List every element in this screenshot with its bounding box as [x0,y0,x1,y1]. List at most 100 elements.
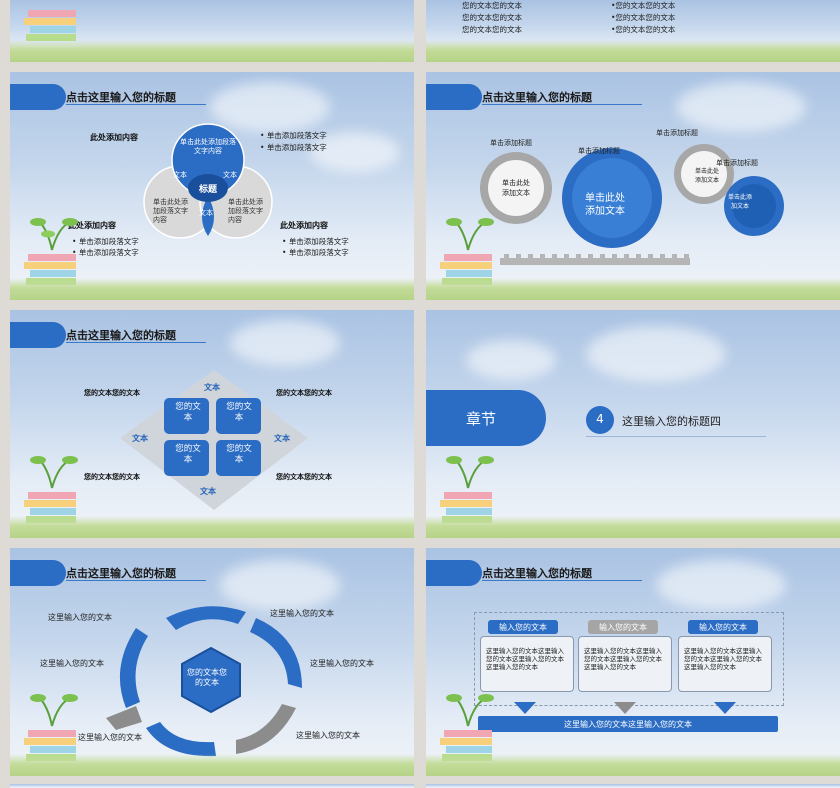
grid-side-left: 文本 [132,434,148,443]
slide-title[interactable]: 点击这里输入您的标题 [482,567,592,580]
arrows-label: 这里输入您的文本 [48,613,112,622]
arrows-label: 这里输入您的文本 [78,733,142,742]
gear-label: 单击添加标题 [490,139,532,147]
books-illustration [24,10,76,41]
box-header [688,620,758,634]
box-header [488,620,558,634]
cloud [466,340,556,380]
gear-text-mid: 单击此处添加文本 [694,168,719,184]
arrows-label: 这里输入您的文本 [270,609,334,618]
grass [10,754,414,776]
grass [426,40,840,62]
cloud [656,560,786,610]
box-body-text: 这里输入您的文本这里输入您的文本这里输入您的文本这里输入您的文本 [584,647,662,671]
slide-top-right[interactable]: 您的文本您的文本 您的文本您的文本 您的文本您的文本 •您的文本您的文本 •您的… [426,0,840,62]
venn-bullet: • 单击添加段落文字 [72,237,139,246]
text-bullet: •您的文本您的文本 [611,13,676,22]
venn-heading-left: 此处添加内容 [68,221,116,230]
venn-right-text: 单击此处添加段落文字内容 [228,198,263,224]
venn-inter-bottom: 文本 [199,209,213,217]
venn-heading-right: 此处添加内容 [280,221,328,230]
arrows-label: 这里输入您的文本 [40,659,104,668]
arrows-label: 这里输入您的文本 [310,659,374,668]
slide-title[interactable]: 点击这里输入您的标题 [66,91,176,104]
slide-venn[interactable]: 点击这里输入您的标题 单击此处添加段落文字内容 标题 文本 文本 文本 单击此处… [10,72,414,300]
grass [10,278,414,300]
venn-center: 标题 [198,185,217,195]
slide-chapter[interactable]: 章节 4 这里输入您的标题四 [426,310,840,538]
grid-side-right: 文本 [274,434,290,443]
venn-inter-left: 文本 [173,171,187,179]
venn-bullet: • 单击添加段落文字 [282,248,349,257]
box-body-text: 这里输入您的文本这里输入您的文本这里输入您的文本这里输入您的文本 [486,647,564,671]
grid-side-bottom: 文本 [200,487,216,496]
gear-text-right: 单击此添加文本 [727,194,752,210]
chevron-down-icon [514,702,536,714]
chapter-number-badge [586,406,614,434]
grid-tile: 您的文本 [226,444,252,465]
venn-bullet: • 单击添加段落文字 [260,143,327,152]
grass [426,516,840,538]
slide-arrows[interactable]: 点击这里输入您的标题 您的文本您的文本 这里输入您的文本 这里输入您的文本 这里… [10,548,414,776]
title-bar [10,560,66,586]
cloud [676,82,806,132]
diamond-diagram [120,370,308,510]
chapter-label: 章节 [466,410,497,428]
venn-top-text: 单击此处添加段落文字内容 [180,138,236,155]
arrows-center-text: 您的文本您的文本 [187,668,227,687]
gear-text-big: 单击此处添加文本 [585,193,625,217]
title-bar [426,560,482,586]
grid-tile: 您的文本 [226,402,252,423]
slide-boxes[interactable]: 点击这里输入您的标题 输入您的文本 输入您的文本 输入您的文本 这里输入您的文本… [426,548,840,776]
venn-bullet: • 单击添加段落文字 [282,237,349,246]
grid-side-top: 文本 [204,383,220,392]
chevron-down-icon [614,702,636,714]
venn-bullet: • 单击添加段落文字 [72,248,139,257]
title-underline [482,580,642,581]
box-body [578,636,672,692]
venn-heading-top: 此处添加内容 [90,133,138,142]
arrows-label: 这里输入您的文本 [296,731,360,740]
slide-title[interactable]: 点击这里输入您的标题 [66,567,176,580]
cloud [230,320,340,366]
gears-diagram [480,144,784,265]
cloud [586,326,726,382]
venn-left-text: 单击此处添加段落文字内容 [153,198,188,224]
box-body-text: 这里输入您的文本这里输入您的文本这里输入您的文本这里输入您的文本 [684,647,762,671]
slide-gears[interactable]: 点击这里输入您的标题 单击添加标题 单击添加标题 单击添加标题 单击添加标题 单… [426,72,840,300]
slide-title[interactable]: 点击这里输入您的标题 [66,329,176,342]
grass [426,278,840,300]
text-bullet: •您的文本您的文本 [611,25,676,34]
box-header-text: 输入您的文本 [599,623,647,632]
footer-text: 这里输入您的文本这里输入您的文本 [564,720,692,729]
gear-label: 单击添加标题 [716,159,758,167]
slide-bottom-partial[interactable] [10,784,414,788]
text-line: 您的文本您的文本 [462,1,522,10]
slide-top-left[interactable] [10,0,414,62]
chapter-number: 4 [596,412,604,426]
text-bullet: •您的文本您的文本 [611,1,676,10]
gear-text-left: 单击此处添加文本 [502,179,530,197]
cloud [310,132,400,172]
grid-tile: 您的文本 [175,444,201,465]
title-bar [10,322,66,348]
slide-title[interactable]: 点击这里输入您的标题 [482,91,592,104]
title-underline [482,104,642,105]
box-header-text: 输入您的文本 [699,623,747,632]
grass [426,754,840,776]
venn-inter-right: 文本 [223,171,237,179]
text-line: 您的文本您的文本 [462,13,522,22]
grid-corner-text: 您的文本您的文本 [84,389,140,397]
title-underline [66,104,206,105]
title-bar [10,84,66,110]
cloud [210,82,330,132]
grid-tile: 您的文本 [175,402,201,423]
grid-corner-text: 您的文本您的文本 [276,473,332,481]
title-underline [66,580,206,581]
text-line: 您的文本您的文本 [462,25,522,34]
box-body [678,636,772,692]
slide-grid[interactable]: 点击这里输入您的标题 您的文本 您的文本 您的文本 您的文本 文本 文本 文本 … [10,310,414,538]
slide-bottom-partial[interactable] [426,784,840,788]
chapter-title[interactable]: 这里输入您的标题四 [622,415,721,428]
box-header [588,620,658,634]
